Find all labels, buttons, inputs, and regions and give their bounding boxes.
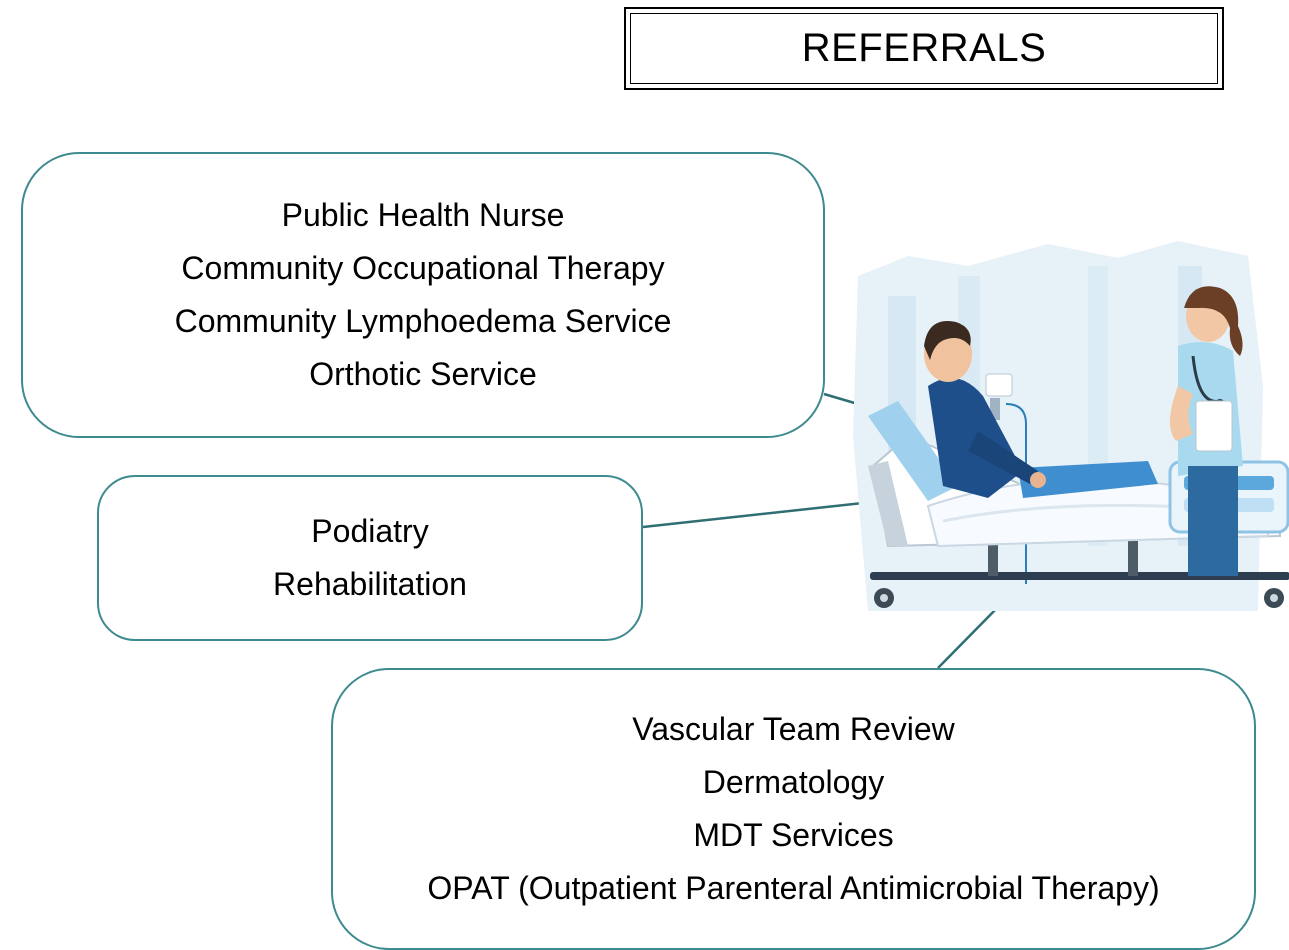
referral-item: Community Lymphoedema Service [174,303,672,339]
connector-line-bottom [937,604,1001,669]
referral-item: Podiatry [311,513,429,549]
referral-item: Dermatology [702,764,885,800]
referral-item: Community Occupational Therapy [181,250,665,286]
referral-group-podiatry-rehab: Podiatry Rehabilitation [97,475,643,641]
referral-item: Rehabilitation [273,566,467,602]
referral-item: Orthotic Service [309,356,537,392]
page-title: REFERRALS [801,26,1047,70]
referral-item: Public Health Nurse [281,197,565,233]
referral-group-community: Public Health Nurse Community Occupation… [21,152,825,438]
referral-item: MDT Services [693,817,894,853]
referral-group-specialist: Vascular Team Review Dermatology MDT Ser… [331,668,1256,950]
referral-item: OPAT (Outpatient Parenteral Antimicrobia… [427,870,1160,906]
connector-line-middle [642,500,873,529]
title-box: REFERRALS [624,7,1224,90]
patient-in-hospital-bed-with-nurse-illustration [853,241,1289,611]
connector-line-top [823,392,859,406]
referral-item: Vascular Team Review [632,711,955,747]
